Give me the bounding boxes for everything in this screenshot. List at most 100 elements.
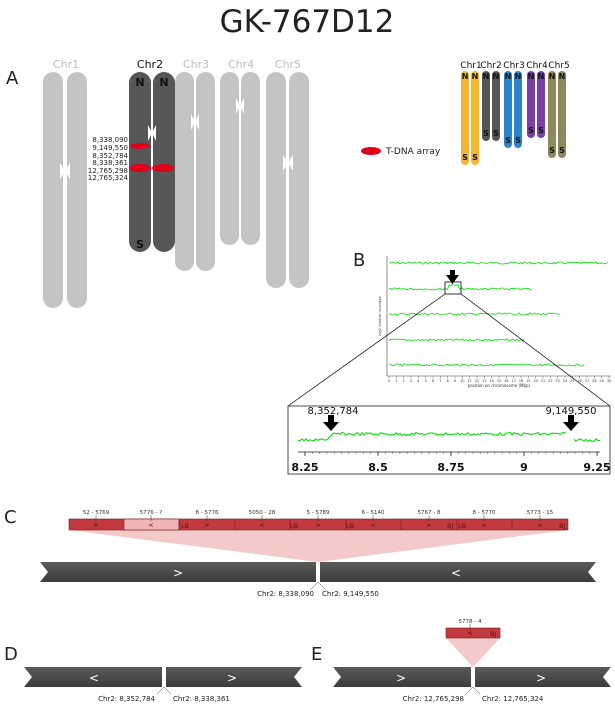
overview-tick-label: 8 <box>447 379 449 383</box>
legend-swatch <box>361 147 381 155</box>
segment-direction: < <box>148 522 153 529</box>
legend-label: T-DNA array <box>385 147 441 157</box>
orientation-arrow: < <box>89 671 99 685</box>
mini-south-label: S <box>462 153 468 162</box>
segment-label: 5050 - 28 <box>249 510 276 516</box>
genome-bar-left <box>24 667 162 687</box>
insert-funnel <box>446 638 500 667</box>
overview-tick-label: 20 <box>534 379 538 383</box>
mini-south-label: S <box>538 126 544 135</box>
tdna-marker-3 <box>152 164 174 172</box>
border-label: BJ <box>559 522 565 530</box>
position-label: 12,765,298 <box>88 167 128 175</box>
coverage-trace <box>388 312 560 316</box>
panel-label-b: B <box>353 250 365 271</box>
zoom-tick-label: 9 <box>520 461 528 474</box>
mini-south-label: S <box>559 146 565 155</box>
chromosome-label-chr4: Chr4 <box>228 58 254 71</box>
chr2-south-label: S <box>136 238 144 251</box>
border-label: LB <box>290 522 298 530</box>
overview-tick-label: 12 <box>475 379 479 383</box>
junction-label: Chr2: 12,765,324 <box>482 695 544 703</box>
segment-direction: > <box>426 522 431 529</box>
zoom-arrow <box>446 270 459 284</box>
mini-south-label: S <box>483 129 489 138</box>
segment-label: 5778 - 4 <box>459 619 482 625</box>
overview-tick-label: 7 <box>439 379 441 383</box>
border-label: LB <box>346 522 354 530</box>
mini-south-label: S <box>515 136 521 145</box>
zoom-frame <box>287 405 611 475</box>
genome-bar-left <box>333 667 471 687</box>
mini-north-label: N <box>559 72 566 81</box>
mini-chromosome-chr5 <box>548 71 566 158</box>
figure-title: GK-767D12 <box>220 4 395 40</box>
panel-label-e: E <box>311 644 322 665</box>
segment-label: 5 - 5789 <box>307 510 330 516</box>
overview-tick-label: 14 <box>490 379 494 383</box>
overview-tick-label: 15 <box>497 379 501 383</box>
breakpoint-label-right: 9,149,550 <box>546 406 597 417</box>
tdna-array-bar: > < > < > < > > < LB LB LB BJ LB BJ <box>68 518 569 531</box>
mini-north-label: N <box>549 72 556 81</box>
chromosome-chr2 <box>129 72 175 252</box>
mini-south-label: S <box>493 129 499 138</box>
overview-tick-label: 21 <box>541 379 545 383</box>
segment-label: 8 - 5770 <box>473 510 496 516</box>
mini-north-label: N <box>538 72 545 81</box>
zoom-tick-label: 9.25 <box>583 461 610 474</box>
mini-chromosome-chr3 <box>504 71 522 148</box>
genome-bar-right <box>475 667 611 687</box>
mini-chromosome-label: Chr3 <box>503 61 524 71</box>
overview-tick-label: 16 <box>504 379 508 383</box>
chromosome-label-chr2: Chr2 <box>137 58 163 71</box>
zoom-box <box>444 281 462 295</box>
mini-chromosome-chr4 <box>527 71 545 138</box>
segment-label: 5773 - 15 <box>527 510 554 516</box>
coverage-trace <box>388 261 609 265</box>
zoom-tick-label: 8.5 <box>368 461 388 474</box>
breakpoint-label-left: 8,352,784 <box>308 406 359 417</box>
mini-karyotype: Chr1 Chr2 Chr3 Chr4 Chr5 N N N N <box>460 61 570 165</box>
overview-tick-label: 0 <box>388 379 390 383</box>
overview-tick-label: 22 <box>548 379 552 383</box>
legend: T-DNA array <box>361 147 441 157</box>
junction-label: Chr2: 9,149,550 <box>322 590 379 598</box>
position-label: 8,338,090 <box>92 136 128 144</box>
segment-direction: > <box>315 522 320 529</box>
overview-tick-label: 19 <box>526 379 530 383</box>
overview-tick-label: 23 <box>556 379 560 383</box>
segment-label: 5767 - 8 <box>418 510 441 516</box>
zoom-trace-segment <box>297 431 567 442</box>
orientation-arrow: > <box>173 566 183 580</box>
overview-tick-label: 17 <box>512 379 516 383</box>
overview-tick-label: 10 <box>460 379 464 383</box>
zoom-trace-segment <box>573 438 601 443</box>
tdna-insert-bar <box>445 627 501 639</box>
junction-label: Chr2: 8,352,784 <box>98 695 155 703</box>
overview-tick-label: 28 <box>592 379 596 383</box>
zoom-connector <box>460 293 611 407</box>
segment-direction: < <box>537 522 542 529</box>
chromosome-label-chr3: Chr3 <box>183 58 209 71</box>
segment-ticks <box>95 515 541 521</box>
coverage-trace <box>388 338 525 342</box>
mini-south-label: S <box>472 153 478 162</box>
insert-funnel <box>69 530 568 562</box>
mini-chromosome-chr2 <box>482 71 500 141</box>
chromosome-chr3 <box>175 72 215 271</box>
karyotype: Chr1 Chr2 N N S 8,338,090 9,149,550 8,35… <box>43 58 309 308</box>
coverage-trace <box>388 363 585 367</box>
orientation-arrow: < <box>451 566 461 580</box>
segment-direction: < <box>259 522 264 529</box>
genome-bar-e: > > Chr2: 12,765,298 Chr2: 12,765,324 <box>333 667 611 703</box>
zoom-tick-label: 8.25 <box>291 461 318 474</box>
chr2-north-label-left: N <box>135 76 144 89</box>
panel-c-insert: > < > < > < > > < LB LB LB BJ LB BJ 52 -… <box>68 510 569 562</box>
orientation-arrow: > <box>536 671 546 685</box>
junction-label: Chr2: 8,338,090 <box>257 590 314 598</box>
